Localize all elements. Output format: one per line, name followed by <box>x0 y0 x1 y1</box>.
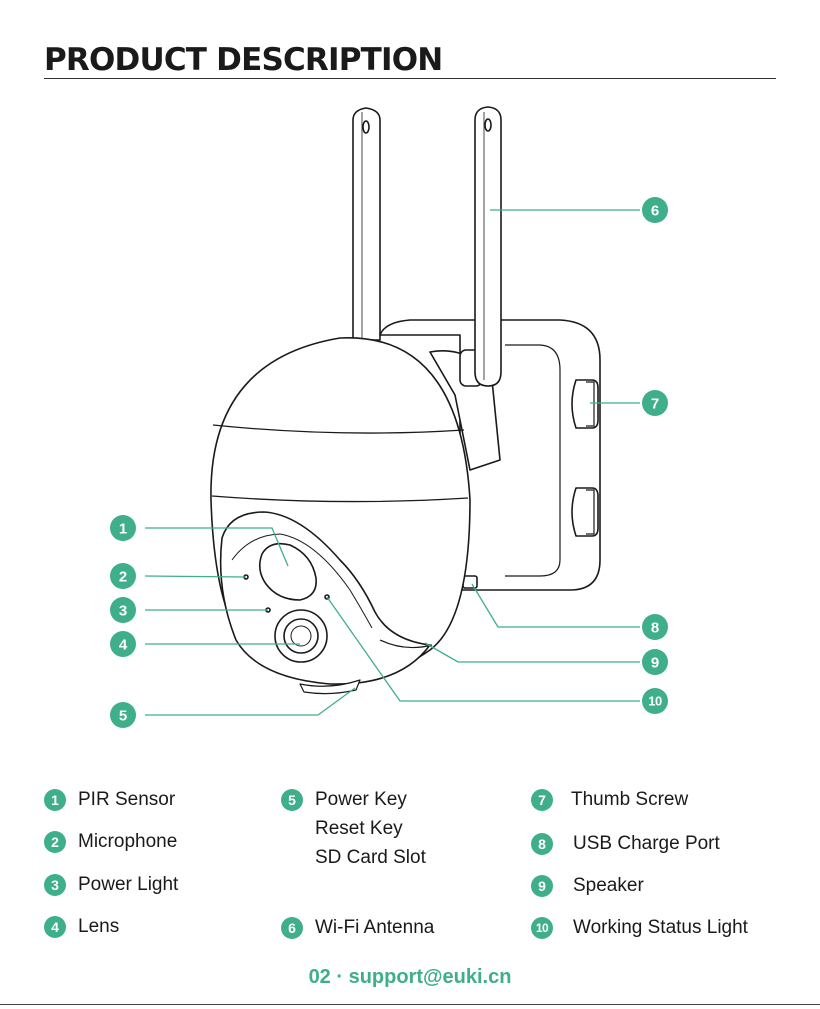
legend-label: Working Status Light <box>573 913 748 942</box>
svg-text:9: 9 <box>651 655 659 672</box>
legend-label: USB Charge Port <box>573 829 720 858</box>
legend-label: SD Card Slot <box>315 843 426 872</box>
legend-item-thumb-screw: 7 Thumb Screw <box>531 789 688 814</box>
legend-label: Wi-Fi Antenna <box>315 913 434 942</box>
legend-badge: 1 <box>44 789 66 811</box>
svg-text:7: 7 <box>651 396 659 413</box>
legend-badge: 2 <box>44 831 66 853</box>
svg-text:4: 4 <box>119 637 128 654</box>
legend-item-working-status-light: 10 Working Status Light <box>531 917 748 942</box>
callout-badge-1: 1 <box>110 515 136 541</box>
legend-label: Power Key <box>315 785 426 814</box>
leader-line-9 <box>425 643 640 662</box>
legend-badge: 4 <box>44 916 66 938</box>
svg-text:1: 1 <box>119 521 127 538</box>
legend-item-power-light: 3 Power Light <box>44 874 178 899</box>
usb-port <box>463 576 477 588</box>
legend-badge: 10 <box>531 917 553 939</box>
callout-badge-7: 7 <box>642 390 668 416</box>
callout-badge-10: 10 <box>642 688 668 714</box>
footer-page-info: 02 · support@euki.cn <box>0 966 820 989</box>
legend-item-usb-charge-port: 8 USB Charge Port <box>531 833 720 858</box>
callout-badge-4: 4 <box>110 631 136 657</box>
legend-item-microphone: 2 Microphone <box>44 831 177 856</box>
rear-antenna <box>353 108 380 340</box>
legend-item-pir-sensor: 1 PIR Sensor <box>44 789 175 814</box>
svg-text:10: 10 <box>648 694 662 709</box>
bottom-divider <box>0 1004 820 1005</box>
callout-badge-2: 2 <box>110 563 136 589</box>
callout-badge-5: 5 <box>110 702 136 728</box>
legend-badge: 8 <box>531 833 553 855</box>
legend-item-lens: 4 Lens <box>44 916 119 941</box>
callout-badge-9: 9 <box>642 649 668 675</box>
svg-text:3: 3 <box>119 603 127 620</box>
legend-badge: 7 <box>531 789 553 811</box>
legend-item-speaker: 9 Speaker <box>531 875 644 900</box>
legend-item-keys-slot: 5 Power Key Reset Key SD Card Slot <box>281 789 426 872</box>
svg-text:5: 5 <box>119 708 127 725</box>
legend-label: PIR Sensor <box>78 785 175 814</box>
svg-text:2: 2 <box>119 569 127 586</box>
legend-item-wifi-antenna: 6 Wi-Fi Antenna <box>281 917 434 942</box>
svg-text:8: 8 <box>651 620 659 637</box>
legend-badge: 5 <box>281 789 303 811</box>
camera-diagram: 1 2 3 4 5 6 7 8 9 10 <box>0 0 820 760</box>
callout-badge-8: 8 <box>642 614 668 640</box>
legend-label: Thumb Screw <box>571 785 688 814</box>
legend-label: Speaker <box>573 871 644 900</box>
front-antenna <box>475 107 501 386</box>
callout-badge-6: 6 <box>642 197 668 223</box>
legend-label: Reset Key <box>315 814 426 843</box>
legend-badge: 9 <box>531 875 553 897</box>
legend-badge: 6 <box>281 917 303 939</box>
legend-label: Power Light <box>78 870 178 899</box>
legend-badge: 3 <box>44 874 66 896</box>
callout-badge-3: 3 <box>110 597 136 623</box>
svg-text:6: 6 <box>651 203 659 220</box>
legend-label: Microphone <box>78 827 177 856</box>
legend-label: Lens <box>78 912 119 941</box>
